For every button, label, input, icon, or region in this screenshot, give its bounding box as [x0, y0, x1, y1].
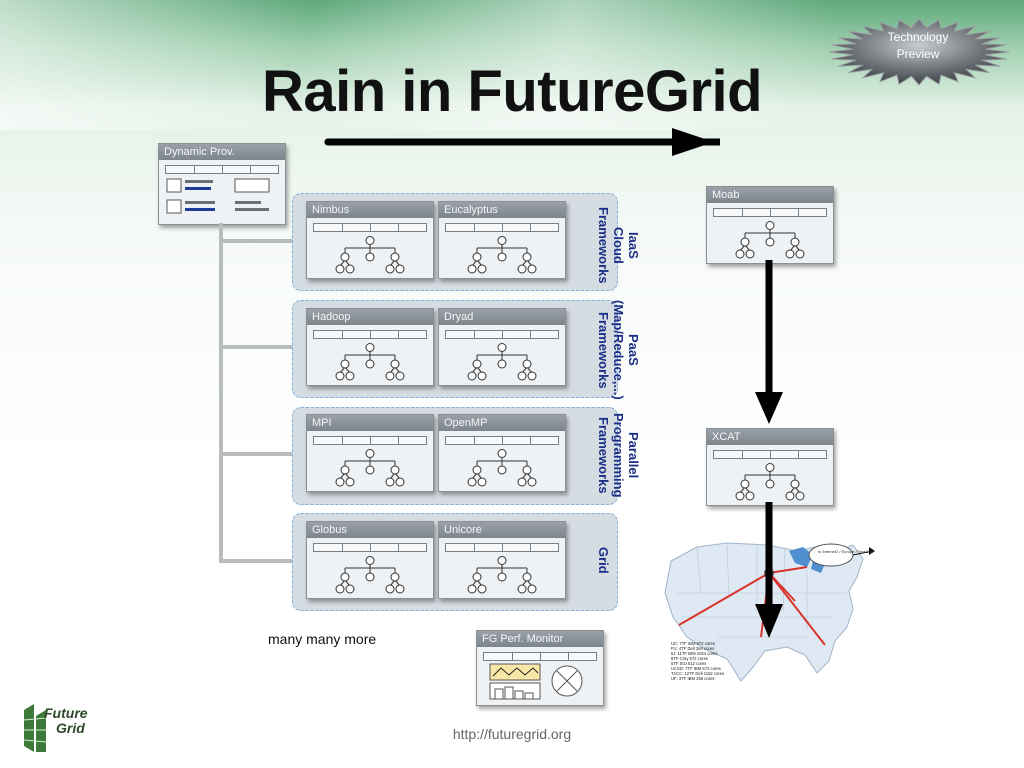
connector-parallel: [219, 452, 295, 456]
logo-line-2: Grid: [56, 720, 85, 736]
tree-icon: [735, 463, 805, 501]
map-callout: to Internet2 / Europe / TeraGrid: [818, 549, 873, 554]
connector-paas: [219, 345, 295, 349]
map-legend-line: UC: 7TF IBM 672 cores: [671, 641, 715, 646]
tree-icon: [335, 343, 405, 381]
many-many-more-caption: many many more: [268, 631, 377, 647]
map-legend-line: 5TF SGI 512 cores: [671, 661, 706, 666]
connector-iaas: [219, 239, 295, 243]
tree-icon: [335, 449, 405, 487]
tree-icon: [467, 556, 537, 594]
framework-panel-unicore: Unicore: [438, 521, 566, 599]
panel-tabbar: [313, 223, 427, 232]
xcat-panel: XCAT: [706, 428, 834, 506]
panel-tabbar: [445, 223, 559, 232]
flow-arrow-line: [324, 128, 714, 156]
xcat-label: XCAT: [707, 429, 833, 445]
framework-panel-label: Hadoop: [307, 309, 433, 325]
panel-tabbar: [445, 436, 559, 445]
group-label-grid: Grid: [596, 520, 611, 600]
connector-grid: [219, 559, 295, 563]
footer-url[interactable]: http://futuregrid.org: [452, 726, 572, 742]
framework-panel-label: Globus: [307, 522, 433, 538]
group-label-parallel-line3: Frameworks: [596, 416, 611, 494]
framework-panel-hadoop: Hadoop: [306, 308, 434, 386]
panel-tabbar: [445, 330, 559, 339]
group-label-parallel-line1: Parallel: [626, 431, 641, 479]
framework-panel-label: Dryad: [439, 309, 565, 325]
connector-trunk: [219, 223, 223, 563]
framework-panel-label: Eucalyptus: [439, 202, 565, 218]
dynamic-prov-widgets-icon: [166, 178, 270, 214]
tree-icon: [335, 556, 405, 594]
tree-icon: [467, 343, 537, 381]
futuregrid-logo-icon: [23, 704, 47, 752]
panel-tabbar: [313, 330, 427, 339]
framework-panel-eucalyptus: Eucalyptus: [438, 201, 566, 279]
panel-tabbar: [713, 208, 827, 217]
moab-label: Moab: [707, 187, 833, 203]
dynamic-prov-panel: Dynamic Prov.: [158, 143, 286, 225]
map-legend-line: UCSD: 7TF IBM 672 cores: [671, 666, 721, 671]
group-label-paas-line2: (Map/Reduce,...): [611, 300, 626, 400]
badge-line-1: Technology: [887, 30, 949, 44]
framework-panel-label: OpenMP: [439, 415, 565, 431]
group-label-paas-line3: Frameworks: [596, 311, 611, 389]
panel-tabbar: [483, 652, 597, 661]
logo-text: Future Grid: [44, 706, 88, 736]
perf-monitor-charts-icon: [489, 663, 583, 700]
moab-panel: Moab: [706, 186, 834, 264]
framework-panel-label: Nimbus: [307, 202, 433, 218]
arrow-moab-to-xcat-icon: [755, 260, 783, 424]
panel-tabbar: [445, 543, 559, 552]
framework-panel-openmp: OpenMP: [438, 414, 566, 492]
group-label-iaas: IaaS Cloud Frameworks: [596, 200, 641, 290]
tree-icon: [735, 221, 805, 259]
group-label-iaas-line2: Cloud: [611, 226, 626, 264]
framework-panel-label: MPI: [307, 415, 433, 431]
group-label-iaas-line1: IaaS: [626, 231, 641, 259]
group-label-paas-line1: PaaS: [626, 334, 641, 366]
framework-panel-mpi: MPI: [306, 414, 434, 492]
slide-title: Rain in FutureGrid: [261, 59, 763, 124]
group-label-parallel: Parallel Programming Frameworks: [596, 405, 641, 505]
panel-tabbar: [713, 450, 827, 459]
map-legend-line: TACC: 12TF Dell 1152 cores: [671, 671, 724, 676]
dynamic-prov-label: Dynamic Prov.: [159, 144, 285, 160]
perf-monitor-label: FG Perf. Monitor: [477, 631, 603, 647]
framework-panel-nimbus: Nimbus: [306, 201, 434, 279]
framework-panel-label: Unicore: [439, 522, 565, 538]
group-label-parallel-line2: Programming: [611, 412, 626, 498]
map-legend-line: FU: 4TF Dell 384 cores: [671, 646, 714, 651]
group-label-paas: PaaS (Map/Reduce,...) Frameworks: [596, 294, 641, 406]
tree-icon: [467, 449, 537, 487]
starburst-badge-icon: [828, 18, 1010, 86]
arrow-xcat-to-map-icon: [755, 502, 783, 638]
tree-icon: [335, 236, 405, 274]
panel-tabbar: [313, 543, 427, 552]
map-legend-line: IU: 11TF IBM 1024 cores: [671, 651, 717, 656]
badge-line-2: Preview: [896, 47, 940, 61]
map-legend-line: UF: 3TF IBM 256 cores: [671, 676, 715, 681]
group-label-grid-line1: Grid: [596, 546, 611, 574]
badge-label: Technology Preview: [845, 29, 991, 63]
group-label-iaas-line3: Frameworks: [596, 206, 611, 284]
logo-line-1: Future: [44, 705, 88, 721]
framework-panel-dryad: Dryad: [438, 308, 566, 386]
perf-monitor-panel: FG Perf. Monitor: [476, 630, 604, 706]
panel-tabbar: [165, 165, 279, 174]
tree-icon: [467, 236, 537, 274]
framework-panel-globus: Globus: [306, 521, 434, 599]
map-legend-line: 6TF Cray 672 cores: [671, 656, 708, 661]
panel-tabbar: [313, 436, 427, 445]
